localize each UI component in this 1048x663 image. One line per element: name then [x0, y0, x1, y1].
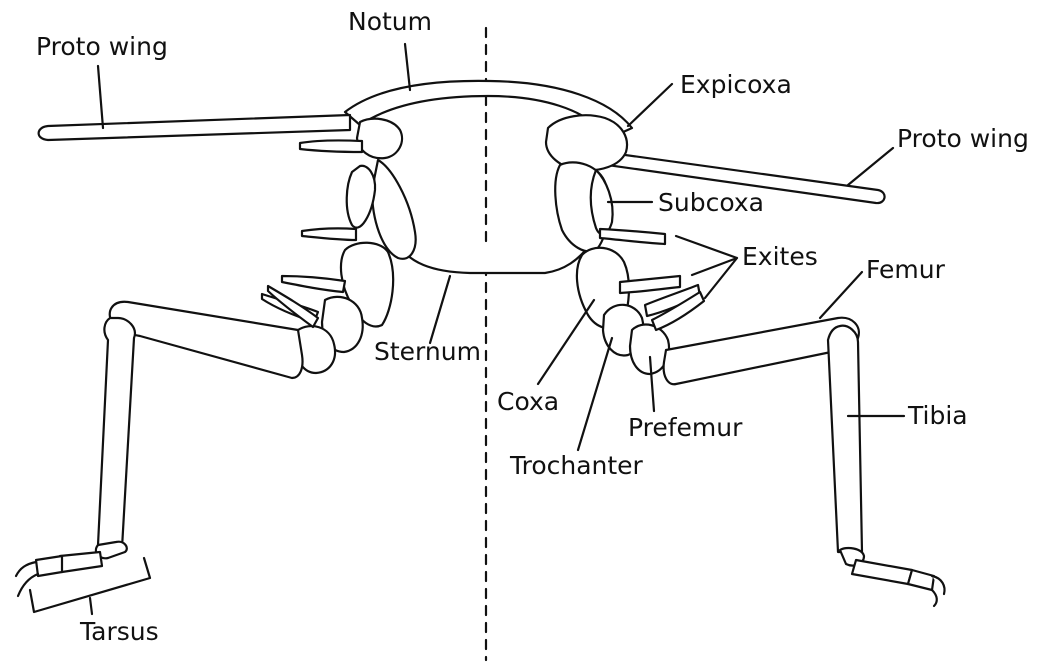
label-proto-wing-left: Proto wing: [36, 34, 168, 59]
leader-notum: [405, 44, 410, 90]
leader-expicoxa: [628, 84, 672, 126]
right-tarsus-segment-2: [852, 560, 912, 584]
leader-tarsus: [90, 598, 92, 614]
leader-proto-wing-left: [98, 66, 103, 128]
left-exite-2: [302, 228, 356, 240]
left-tibia-shape: [98, 318, 135, 548]
right-leg: [664, 318, 945, 606]
label-exites: Exites: [742, 244, 818, 269]
label-proto-wing-right: Proto wing: [897, 126, 1029, 151]
label-subcoxa: Subcoxa: [658, 190, 764, 215]
right-tarsus-segment-3: [908, 570, 934, 590]
right-pleural-pieces: [546, 115, 669, 374]
right-exite-1: [600, 229, 665, 244]
label-expicoxa: Expicoxa: [680, 72, 792, 97]
sternum-shape: [398, 245, 590, 273]
label-prefemur: Prefemur: [628, 415, 742, 440]
leader-trochanter: [578, 338, 612, 450]
label-tibia: Tibia: [908, 403, 968, 428]
right-expicoxa-shape: [546, 115, 627, 170]
label-tarsus: Tarsus: [80, 619, 159, 644]
left-subcoxa-inner-shape: [347, 166, 375, 228]
label-femur: Femur: [866, 257, 945, 282]
label-coxa: Coxa: [497, 389, 559, 414]
left-pleural-pieces: [296, 119, 416, 373]
left-exite-3: [282, 276, 345, 292]
leader-sternum: [430, 276, 450, 343]
left-tarsus-segment-2: [60, 552, 102, 572]
right-tibia-shape: [828, 326, 862, 552]
left-exite-1: [300, 140, 362, 152]
left-epicoxa-shape: [357, 119, 402, 159]
left-femur-shape: [110, 302, 303, 378]
left-tarsus-segment-3: [36, 556, 62, 576]
leader-coxa: [538, 300, 594, 384]
proto-wing-left-shape: [39, 115, 350, 140]
label-sternum: Sternum: [374, 339, 481, 364]
leader-femur: [820, 272, 862, 318]
left-claws: [16, 562, 38, 596]
left-leg: [16, 302, 303, 596]
label-notum: Notum: [348, 9, 432, 34]
label-trochanter: Trochanter: [510, 453, 643, 478]
leader-proto-wing-right: [848, 148, 893, 185]
